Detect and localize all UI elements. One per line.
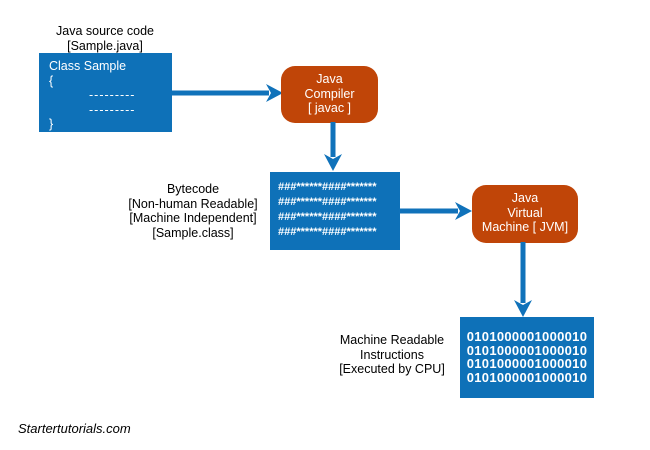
bytecode-label-line: [Non-human Readable] [128, 196, 258, 211]
bytecode-label-line: [Machine Independent] [129, 211, 257, 225]
bytecode-box-line: ###******####******* [278, 226, 377, 238]
source-box-line: --------- [89, 88, 136, 103]
compiler-box-line: [ javac ] [307, 101, 352, 115]
binary-box-line: 0101000001000010 [466, 342, 588, 358]
source-code-label: Java source code [Sample.java] [30, 24, 180, 53]
bytecode-box: ###******####******* ###******####******… [270, 172, 400, 250]
binary-box-line: 0101000001000010 [466, 356, 588, 371]
jvm-box-line: Machine [ JVM] [481, 220, 569, 234]
source-box-line: --------- [89, 102, 136, 117]
watermark: Startertutorials.com [18, 421, 131, 436]
machine-label-line: Instructions [360, 347, 424, 362]
machine-instructions-label: Machine Readable Instructions [Executed … [322, 333, 462, 377]
bytecode-box-line: ###******####******* [278, 181, 377, 193]
jvm-box-line: Java [511, 191, 539, 205]
machine-code-box: 0101000001000010 0101000001000010 010100… [460, 317, 594, 398]
java-source-code-box: Class Sample { --------- --------- } [39, 53, 172, 132]
binary-box-line: 0101000001000010 [466, 369, 588, 385]
arrow-bytecode-to-jvm [399, 202, 472, 220]
arrow-jvm-to-machine-code [514, 242, 532, 317]
machine-label-line: Machine Readable [339, 333, 445, 347]
arrow-source-to-compiler [170, 84, 283, 102]
bytecode-label: Bytecode [Non-human Readable] [Machine I… [118, 182, 268, 240]
jvm-box-line: Virtual [507, 205, 543, 220]
source-box-line: } [49, 117, 54, 132]
compiler-box-line: Compiler [304, 86, 355, 101]
bytecode-box-line: ###******####******* [278, 211, 377, 223]
source-code-label-line1: Java source code [56, 24, 154, 38]
source-box-line: { [49, 73, 54, 88]
java-compiler-box: Java Compiler [ javac ] [281, 66, 378, 123]
bytecode-box-line: ###******####******* [278, 196, 377, 208]
binary-box-line: 0101000001000010 [466, 329, 588, 344]
machine-label-line: [Executed by CPU] [339, 362, 445, 376]
source-box-line: Class Sample [49, 59, 127, 73]
java-virtual-machine-box: Java Virtual Machine [ JVM] [472, 185, 578, 243]
source-code-label-line2: [Sample.java] [67, 38, 143, 53]
compiler-box-line: Java [316, 72, 343, 86]
bytecode-label-line: [Sample.class] [152, 225, 234, 240]
bytecode-label-line: Bytecode [166, 182, 220, 196]
arrow-compiler-to-bytecode [324, 122, 342, 171]
